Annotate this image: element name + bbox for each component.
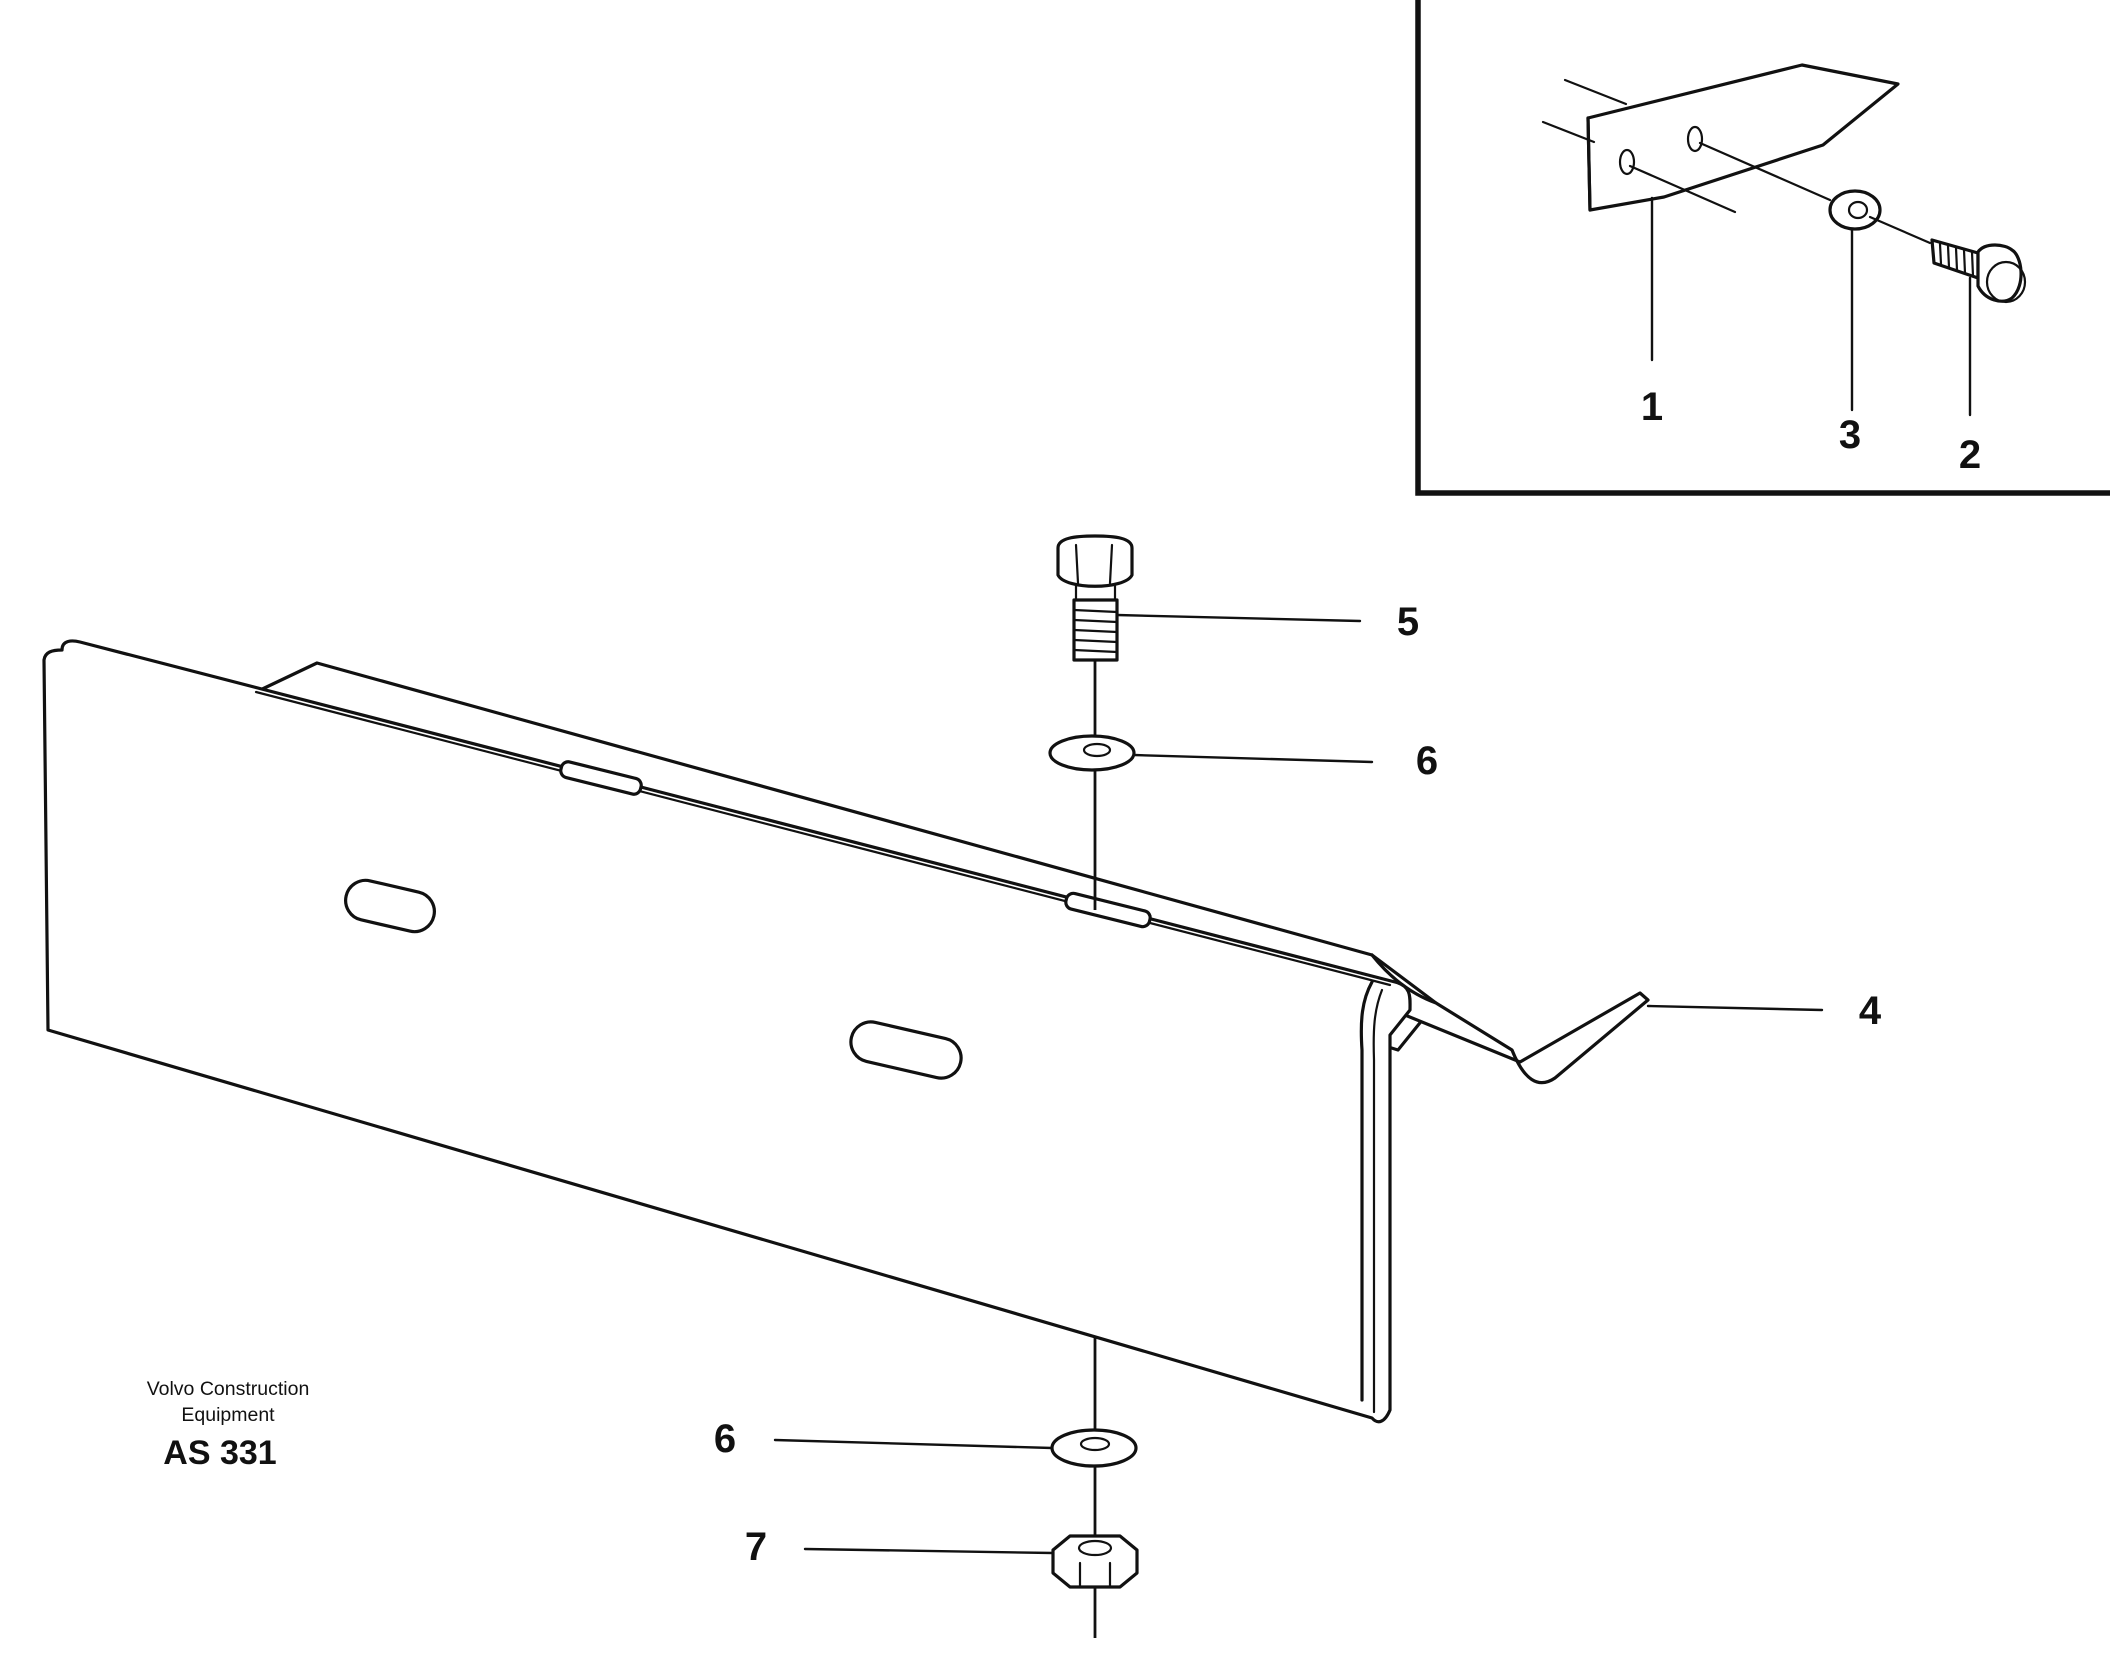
footer-block: Volvo Construction Equipment AS 331 <box>147 1378 310 1472</box>
front-slot-left <box>344 878 436 934</box>
drawing-code: AS 331 <box>163 1434 276 1472</box>
callout-6-bottom: 6 <box>714 1417 736 1461</box>
fastener-stack <box>773 534 1824 1638</box>
top-slot-left <box>559 760 643 796</box>
company-name-line2: Equipment <box>181 1404 275 1426</box>
inset-washer <box>1828 189 1932 245</box>
front-slot-right <box>849 1020 963 1080</box>
angle-bracket <box>42 639 1650 1424</box>
callout-7: 7 <box>745 1525 767 1569</box>
washer-top <box>1048 734 1136 772</box>
top-slot-right <box>1064 891 1152 929</box>
inset-screw <box>1930 238 2027 304</box>
callout-2: 2 <box>1959 433 1981 477</box>
company-name-line1: Volvo Construction <box>147 1378 310 1400</box>
detail-inset: 1 3 2 <box>1415 0 2110 496</box>
callout-3: 3 <box>1839 413 1861 457</box>
inset-plate <box>1541 63 1900 214</box>
washer-bottom <box>1050 1428 1138 1468</box>
callout-5: 5 <box>1397 600 1419 644</box>
callout-6-top: 6 <box>1416 739 1438 783</box>
callout-4: 4 <box>1859 989 1882 1033</box>
inset-frame <box>1415 0 2110 496</box>
nut <box>1051 1534 1139 1589</box>
callout-1: 1 <box>1641 385 1663 429</box>
bolt <box>1056 534 1134 662</box>
